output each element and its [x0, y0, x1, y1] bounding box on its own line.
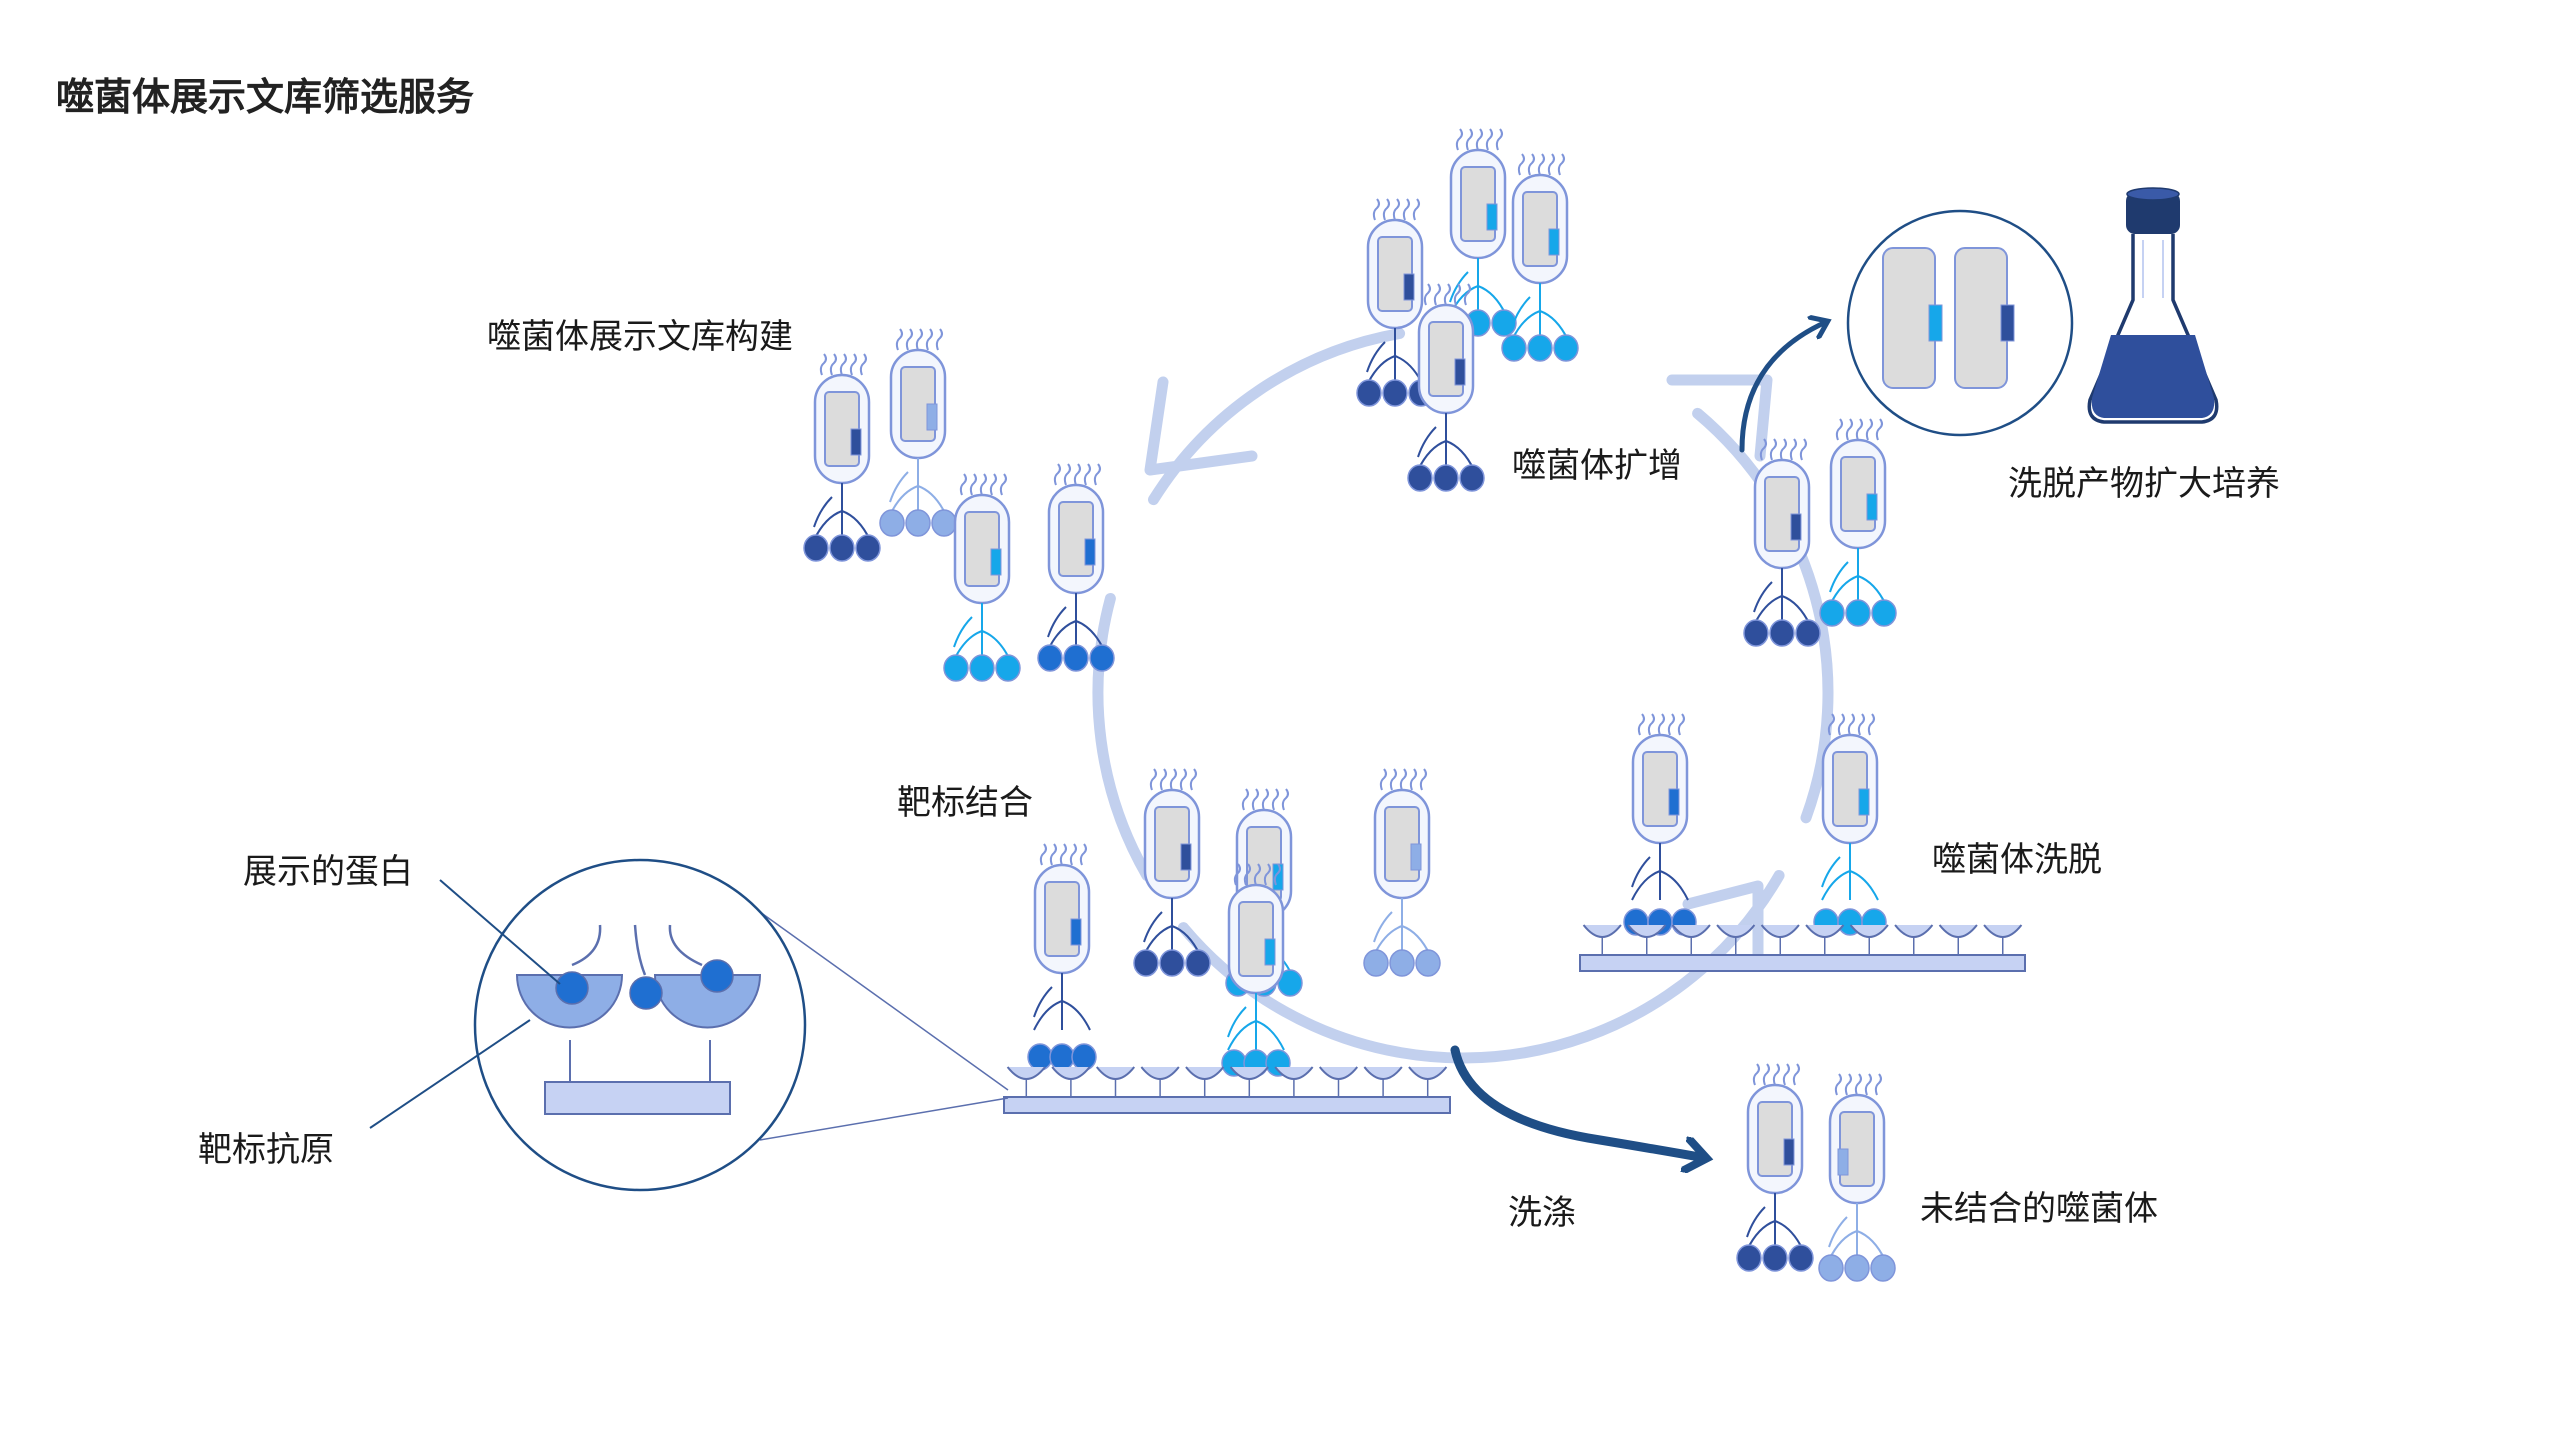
phage-icon [1227, 863, 1285, 1051]
phage-icon [879, 328, 957, 537]
phage-icon [1407, 283, 1485, 492]
phage-icon [1356, 198, 1434, 407]
pointer-line-antigen [369, 1019, 531, 1129]
flask-icon [2087, 187, 2219, 424]
culture-lens-icon [1846, 209, 2074, 437]
phage-icon [1821, 713, 1879, 901]
phage-icon [1363, 768, 1441, 977]
page-title: 噬菌体展示文库筛选服务 [56, 75, 475, 119]
bound-protein-icon [1049, 1043, 1075, 1071]
pointer-line-protein [439, 879, 561, 985]
bound-protein-icon [1027, 1043, 1053, 1071]
phage-icon [1501, 153, 1579, 362]
label-washing: 洗涤 [1508, 1193, 1576, 1233]
label-displayed-protein: 展示的蛋白 [243, 852, 413, 892]
phage-icon [1439, 128, 1517, 337]
bound-protein-icon [1071, 1043, 1097, 1071]
phage-icon [1037, 463, 1115, 672]
label-target-binding: 靶标结合 [897, 783, 1033, 823]
zoom-lens-icon [473, 858, 1009, 1192]
label-target-antigen: 靶标抗原 [198, 1130, 334, 1170]
label-unbound-phage: 未结合的噬菌体 [1920, 1189, 2158, 1229]
culture-arrow-icon [1739, 322, 1826, 453]
phage-icon [943, 473, 1021, 682]
phage-icon [1818, 1073, 1896, 1282]
phage-icon [1736, 1063, 1814, 1272]
antigen-plate [1003, 1066, 1451, 1114]
cycle-arrow-icon [1092, 328, 1834, 1064]
phage-icon [1133, 768, 1211, 977]
phage-icon [1819, 418, 1897, 627]
antigen-plate [1579, 924, 2026, 972]
label-eluate-culture: 洗脱产物扩大培养 [2008, 464, 2280, 504]
phage-icon [803, 353, 881, 562]
label-elution: 噬菌体洗脱 [1932, 840, 2102, 880]
wash-arrow-icon [1450, 1045, 1705, 1158]
phage-icon [1631, 713, 1689, 901]
label-amplification: 噬菌体扩增 [1512, 446, 1682, 486]
phage-icon [1033, 843, 1091, 1031]
phage-icon [1743, 438, 1821, 647]
label-library-construction: 噬菌体展示文库构建 [487, 317, 793, 357]
